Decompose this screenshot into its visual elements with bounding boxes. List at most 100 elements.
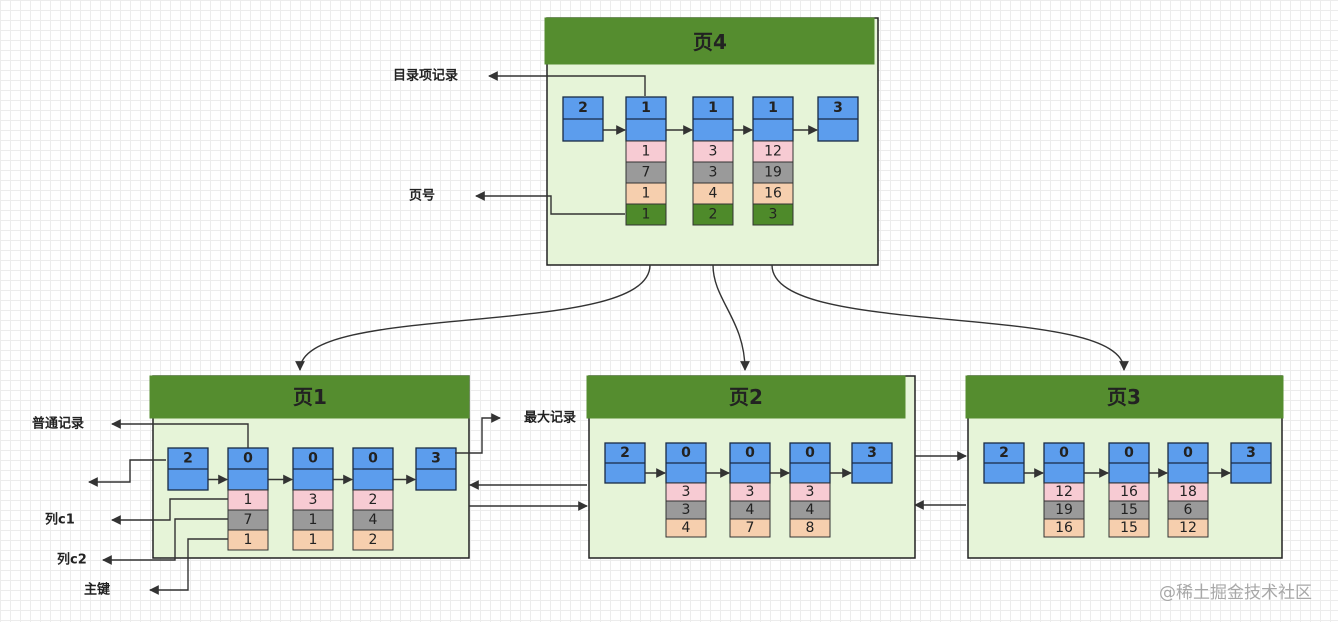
record-header-value: 0 [681, 445, 691, 461]
record-cell-value: 19 [1055, 502, 1073, 518]
record-header-value: 1 [768, 100, 778, 116]
record-cell-value: 2 [709, 207, 718, 223]
record-cell-2 [1108, 518, 1150, 538]
record-header-value: 3 [1246, 445, 1256, 461]
record-cell-value: 4 [746, 502, 755, 518]
record-header-value: 2 [999, 445, 1009, 461]
record-cell-value: 3 [746, 484, 755, 500]
page1-record-3: 0 2 4 2 [352, 447, 394, 551]
record-cell-2 [292, 529, 334, 551]
record-cell-value: 1 [642, 186, 651, 202]
column-c1-pointer [111, 498, 228, 525]
record-cell-value: 16 [1055, 520, 1073, 536]
record-header-value: 0 [805, 445, 815, 461]
record-cell-value: 7 [746, 520, 755, 536]
record-cell-value: 16 [1120, 484, 1138, 500]
max-record-pointer [455, 413, 501, 454]
page3-header [965, 375, 1284, 419]
page3-record-4: 3 [1230, 442, 1272, 484]
record-cell-value: 8 [806, 520, 815, 536]
root-to-page2-link [712, 264, 750, 371]
record-header-value: 3 [867, 445, 877, 461]
record-cell-value: 6 [1184, 502, 1193, 518]
record-header-value: 2 [183, 451, 193, 467]
record-cell-value: 1 [244, 492, 253, 508]
record-header-value: 0 [243, 451, 253, 467]
record-cell-value: 1 [309, 532, 318, 548]
page4-record-3: 1 12 19 16 3 [752, 96, 794, 226]
root-to-page3-link [771, 264, 1129, 371]
record-cell-value: 12 [764, 144, 782, 160]
page2-record-1: 0 3 3 4 [665, 442, 707, 538]
column-c1-label: 列c1 [45, 512, 75, 528]
record-cell-2 [352, 529, 394, 551]
record-header-value: 3 [431, 451, 441, 467]
record-cell-2 [789, 518, 831, 538]
record-header-value: 0 [745, 445, 755, 461]
page1-record-0: 2 [167, 447, 209, 491]
page2-record-0: 2 [604, 442, 646, 484]
page3-title: 页3 [1107, 385, 1141, 409]
page2-header [586, 375, 906, 419]
record-header-value: 0 [308, 451, 318, 467]
record-cell-value: 3 [806, 484, 815, 500]
directory-record-label: 目录项记录 [393, 69, 458, 84]
record-cell-value: 7 [642, 165, 651, 181]
record-cell-2 [665, 518, 707, 538]
record-cell-value: 4 [806, 502, 815, 518]
page-number-pointer [475, 191, 625, 215]
page2-record-2: 0 3 4 7 [729, 442, 771, 538]
page2-record-4: 3 [851, 442, 893, 484]
record-cell-value: 12 [1055, 484, 1073, 500]
record-cell-value: 15 [1120, 502, 1138, 518]
primary-key-pointer [149, 538, 228, 595]
record-header-value: 0 [1059, 445, 1069, 461]
record-header-value: 0 [1183, 445, 1193, 461]
page4-record-0: 2 [562, 96, 604, 142]
page4-title: 页4 [693, 30, 727, 54]
connectors [88, 71, 1129, 595]
record-header-value: 3 [833, 100, 843, 116]
record-cell-value: 2 [369, 492, 378, 508]
normal-record-pointer [111, 419, 249, 448]
record-cell-value: 16 [764, 186, 782, 202]
primary-key-label: 主键 [84, 582, 110, 598]
record-cell-value: 4 [709, 186, 718, 202]
record-header-value: 1 [641, 100, 651, 116]
record-cell-value: 7 [244, 512, 253, 528]
page1-record-4: 3 [415, 447, 457, 491]
record-cell-value: 4 [682, 520, 691, 536]
record-cell-value: 3 [709, 144, 718, 160]
record-cell-2 [729, 518, 771, 538]
record-cell-3 [752, 203, 794, 226]
record-header-value: 2 [620, 445, 630, 461]
page2-record-3: 0 3 4 8 [789, 442, 831, 538]
record-cell-value: 15 [1120, 520, 1138, 536]
page-number-label: 页号 [409, 189, 435, 204]
record-header-value: 2 [578, 100, 588, 116]
record-cell-value: 3 [682, 502, 691, 518]
column-c2-pointer [102, 518, 228, 565]
record-header-value: 0 [368, 451, 378, 467]
record-cell-value: 1 [642, 207, 651, 223]
page3-record-0: 2 [983, 442, 1025, 484]
normal-record-label: 普通记录 [32, 416, 84, 432]
record-cell-value: 19 [764, 165, 782, 181]
record-cell-value: 3 [682, 484, 691, 500]
record-cell-value: 4 [369, 512, 378, 528]
record-cell-value: 2 [369, 532, 378, 548]
record-cell-value: 3 [769, 207, 778, 223]
record-cell-value: 1 [244, 532, 253, 548]
record-cell-value: 18 [1179, 484, 1197, 500]
record-cell-2 [227, 529, 269, 551]
record-cell-2 [1167, 518, 1209, 538]
page3-record-1: 0 12 19 16 [1043, 442, 1085, 538]
page1-record-1: 0 1 7 1 [227, 447, 269, 551]
root-to-page1-link [295, 264, 651, 371]
watermark: @稀土掘金技术社区 [1159, 583, 1312, 603]
